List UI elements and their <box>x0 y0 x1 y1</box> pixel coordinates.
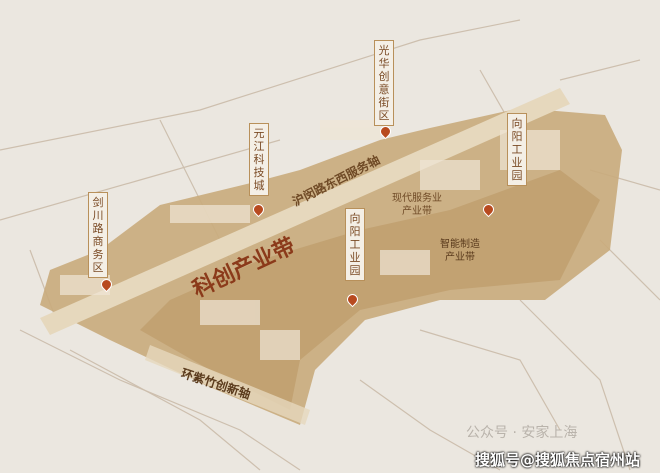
watermark-wechat: 公众号 · 安家上海 <box>466 425 578 441</box>
label-smart-mfg-line1: 智能制造 <box>440 239 480 250</box>
label-xiangyang-east: 向阳工业园 <box>507 113 527 186</box>
label-smart-mfg: 智能制造 产业带 <box>440 238 480 264</box>
label-yuanjiang: 元江科技城 <box>249 123 269 196</box>
inner-zone <box>140 170 600 410</box>
label-modern-service-line1: 现代服务业 <box>392 193 442 204</box>
label-xiangyang-center: 向阳工业园 <box>345 208 365 281</box>
zizhu-band <box>145 345 310 425</box>
label-modern-service: 现代服务业 产业带 <box>392 192 442 218</box>
label-jianchuan: 剑川路商务区 <box>88 192 108 278</box>
label-smart-mfg-line2: 产业带 <box>445 252 475 263</box>
building-blocks <box>60 120 560 360</box>
label-modern-service-line2: 产业带 <box>402 206 432 217</box>
humin-band <box>40 88 570 335</box>
label-guanghua: 光华创意街区 <box>374 40 394 126</box>
watermark-sohu: 搜狐号@搜狐焦点宿州站 <box>475 451 641 469</box>
